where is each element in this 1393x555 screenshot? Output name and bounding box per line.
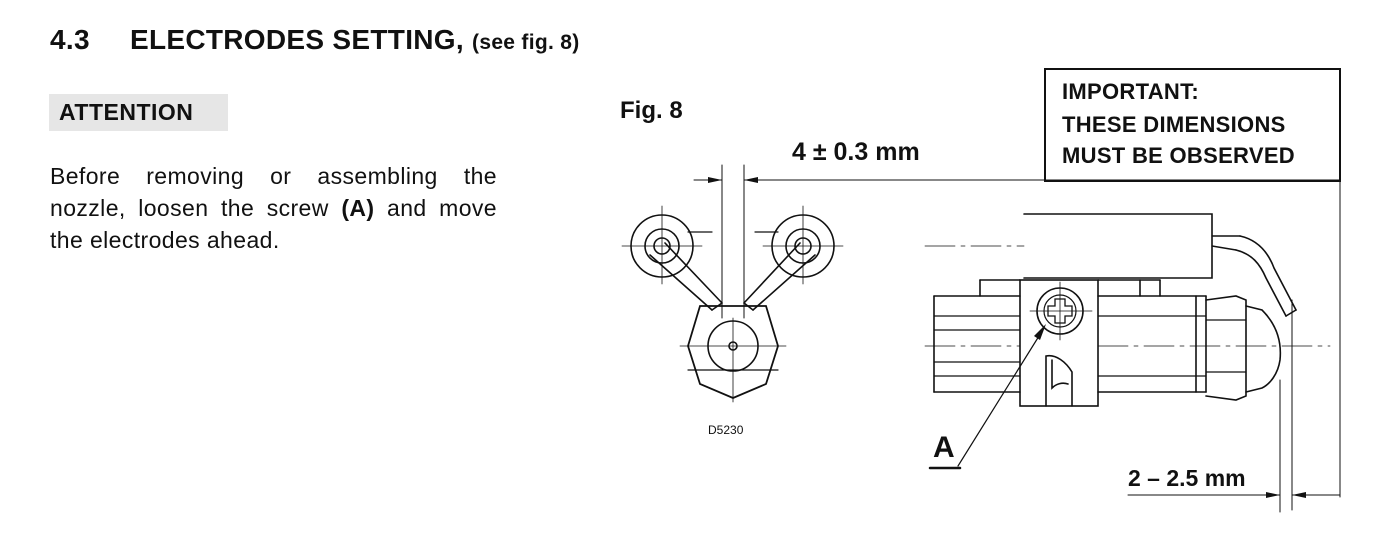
dimension-top-label: 4 ± 0.3 mm — [792, 138, 920, 166]
attention-text-before: Before removing or assembling the nozzle… — [50, 163, 497, 221]
attention-text-after: and move the electrodes ahead. — [50, 195, 498, 253]
side-view-drawing — [924, 179, 1341, 513]
figure-code: D5230 — [708, 423, 744, 437]
figure-label: Fig. 8 — [620, 97, 683, 124]
attention-paragraph: Before removing or assembling the nozzle… — [50, 160, 497, 256]
screw-label-a: A — [933, 431, 955, 464]
section-figure-ref: (see fig. 8) — [472, 31, 580, 54]
attention-text-screw: (A) — [341, 195, 375, 221]
section-heading: 4.3 ELECTRODES SETTING, (see fig. 8) — [50, 24, 580, 56]
important-box: IMPORTANT: THESE DIMENSIONS MUST BE OBSE… — [1044, 68, 1341, 182]
important-line-2: THESE DIMENSIONS — [1062, 112, 1286, 137]
section-title: ELECTRODES SETTING, — [130, 24, 464, 55]
section-number: 4.3 — [50, 24, 90, 55]
attention-label: ATTENTION — [49, 94, 228, 131]
front-view-drawing — [621, 164, 1341, 403]
important-title: IMPORTANT: — [1062, 79, 1200, 104]
dimension-bottom-label: 2 – 2.5 mm — [1128, 465, 1246, 491]
important-line-3: MUST BE OBSERVED — [1062, 143, 1295, 168]
